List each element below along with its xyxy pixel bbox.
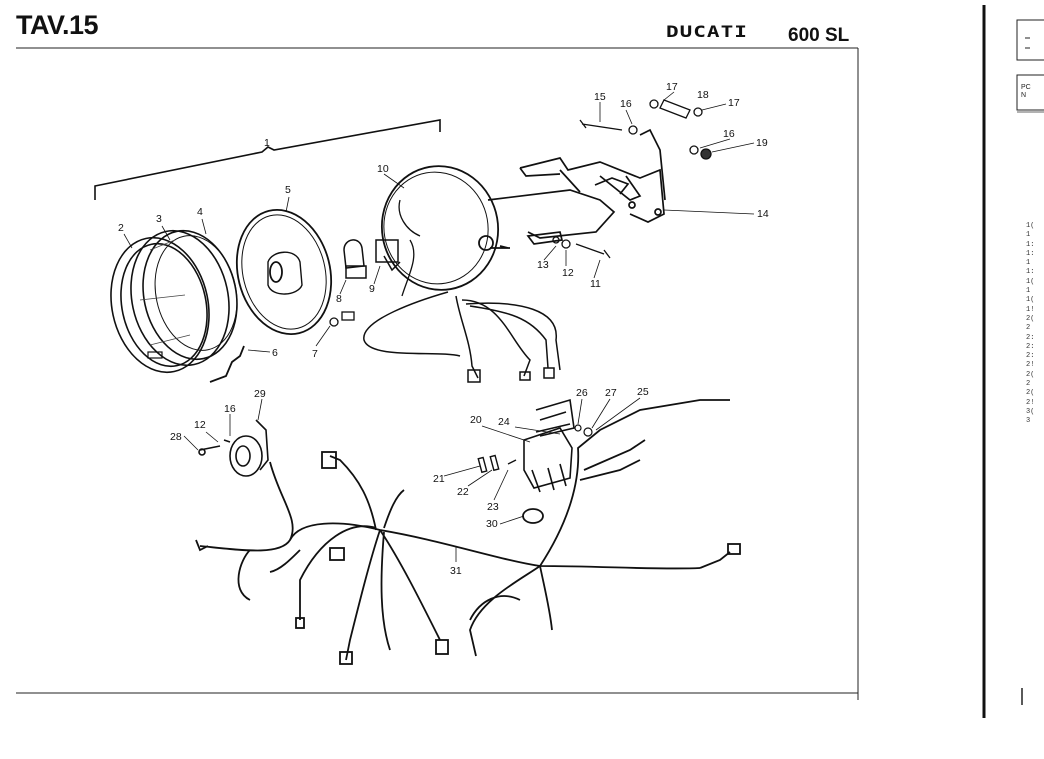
part-label: 16	[224, 403, 236, 415]
part-label: 24	[498, 416, 510, 428]
part-label: 26	[576, 387, 588, 399]
part-label: 17	[666, 81, 678, 93]
headlight-bracket	[487, 128, 666, 245]
next-page-box-top	[1016, 19, 1044, 61]
next-page-row-number: 3	[1026, 417, 1031, 426]
part-label: 12	[562, 267, 574, 279]
part-label: 1	[264, 137, 270, 149]
part-label: 8	[336, 293, 342, 305]
small-bulb	[329, 311, 355, 327]
next-page-row-number: 1!	[1026, 305, 1035, 314]
next-page-row-number: 1	[1026, 287, 1031, 296]
washers-26-27	[574, 424, 593, 437]
next-page-row-number: 2!	[1026, 398, 1035, 407]
next-page-row-number: 1(	[1026, 277, 1035, 286]
table-title: TAV.15	[16, 10, 99, 40]
part-label: 20	[470, 414, 482, 426]
spring-clip	[209, 345, 245, 383]
next-page-row-number: 2:	[1026, 342, 1035, 351]
part-label: 5	[285, 184, 291, 196]
next-page-row-number: 1:	[1026, 268, 1035, 277]
part-label: 27	[605, 387, 617, 399]
part-label: 14	[757, 208, 769, 220]
part-label: 28	[170, 431, 182, 443]
main-wiring-harness	[195, 399, 741, 665]
bolt-11	[552, 236, 611, 259]
part-label: 7	[312, 348, 318, 360]
headlight-wiring	[363, 291, 561, 383]
next-page-row-number: 2(	[1026, 314, 1035, 323]
next-page-row-number: 1:	[1026, 249, 1035, 258]
part-label: 3	[156, 213, 162, 225]
next-page-row-number: 2(	[1026, 370, 1035, 379]
next-page-row-number: 3(	[1026, 407, 1035, 416]
part-label: 12	[194, 419, 206, 431]
next-page-row-number: 2	[1026, 380, 1031, 389]
leader-lines	[123, 91, 755, 562]
next-page-header-fragment: PC N	[1021, 84, 1031, 99]
part-label: 29	[254, 388, 266, 400]
part-label: 18	[697, 89, 709, 101]
part-label: 2	[118, 222, 124, 234]
assembly-bracket	[94, 119, 441, 200]
next-page-row-number: 2:	[1026, 352, 1035, 361]
part-label: 15	[594, 91, 606, 103]
part-label: 30	[486, 518, 498, 530]
part-label: 21	[433, 473, 445, 485]
ducati-logo: DUCATI	[666, 22, 748, 41]
part-label: 9	[369, 283, 375, 295]
next-page-box-header	[1016, 74, 1044, 111]
next-page-row-number: 2(	[1026, 389, 1035, 398]
part-label: 16	[723, 128, 735, 140]
part-label: 22	[457, 486, 469, 498]
headlight-shell	[380, 165, 510, 297]
nut-19	[689, 145, 712, 160]
gasket-ring	[235, 208, 333, 336]
next-page-row-number: 1(	[1026, 222, 1035, 230]
part-label: 17	[728, 97, 740, 109]
part-label: 11	[590, 278, 601, 290]
bolt-15	[579, 119, 638, 135]
next-page-row-number: 1	[1026, 259, 1031, 268]
part-label: 16	[620, 98, 632, 110]
relay-block	[523, 398, 575, 493]
model-name: 600 SL	[788, 25, 850, 46]
part-label: 6	[272, 347, 278, 359]
next-page-row-number: 2:	[1026, 333, 1035, 342]
part-label: 31	[450, 565, 462, 577]
horn	[198, 419, 269, 477]
next-page-row-number: 2	[1026, 324, 1031, 333]
part-label: 13	[537, 259, 549, 271]
part-label: 4	[197, 206, 203, 218]
fuses	[477, 454, 517, 474]
spacer-18	[649, 99, 703, 119]
part-label: 23	[487, 501, 499, 513]
next-page-row-number: 1	[1026, 231, 1031, 240]
part-label: 19	[756, 137, 768, 149]
part-label: 10	[377, 163, 389, 175]
next-page-row-number: 2!	[1026, 361, 1035, 370]
headlight-rim	[110, 229, 238, 374]
part-label: 25	[637, 386, 649, 398]
next-page-row-number: 1:	[1026, 240, 1035, 249]
next-page-row-number: 1(	[1026, 296, 1035, 305]
